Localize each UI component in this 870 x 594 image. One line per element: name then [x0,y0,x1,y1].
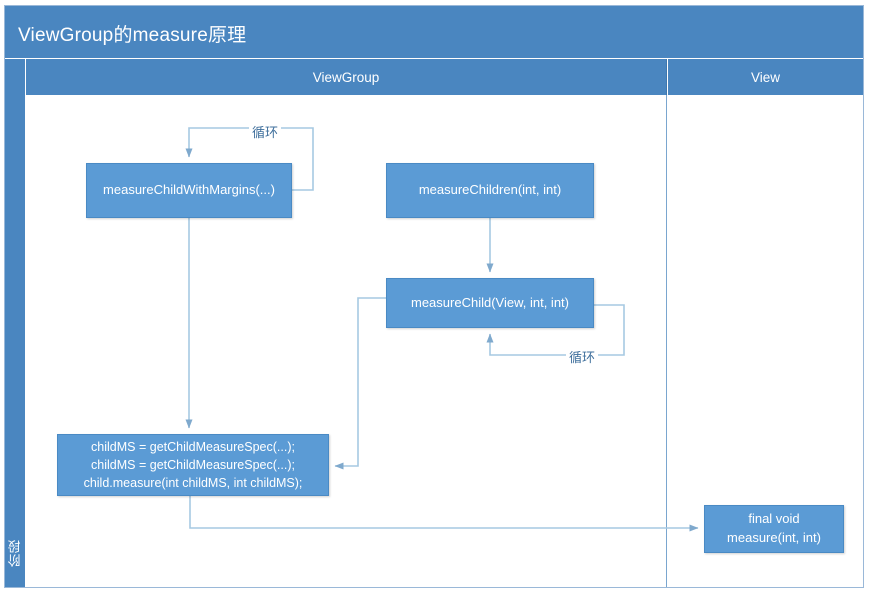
column-header-view: View [668,59,863,95]
page-title: ViewGroup的measure原理 [18,25,247,46]
node-label-line-1: final void [748,511,800,527]
node-measure-children[interactable]: measureChildren(int, int) [386,163,594,218]
node-label: measureChildWithMargins(...) [103,182,275,198]
node-label-line-1: childMS = getChildMeasureSpec(...); [91,439,295,454]
node-label-line-3: child.measure(int childMS, int childMS); [83,476,303,491]
node-label: measureChild(View, int, int) [411,294,569,310]
node-measure-child-with-margins[interactable]: measureChildWithMargins(...) [86,163,292,218]
node-final-void-measure[interactable]: final void measure(int, int) [704,505,844,553]
phase-band: 阶段 [5,59,25,587]
edge-label-loop-bottom: 循环 [566,347,599,366]
node-label-line-2: childMS = getChildMeasureSpec(...); [91,457,295,472]
diagram-title-bar: ViewGroup的measure原理 [5,6,863,58]
phase-band-label: 阶段 [7,539,23,567]
node-label: measureChildren(int, int) [418,182,562,198]
column-header-viewgroup: ViewGroup [26,59,667,95]
node-measure-child[interactable]: measureChild(View, int, int) [386,278,594,328]
edge-label-loop-top: 循环 [249,122,282,141]
node-child-measure-spec[interactable]: childMS = getChildMeasureSpec(...); chil… [57,434,329,496]
node-label-line-2: measure(int, int) [727,530,821,545]
